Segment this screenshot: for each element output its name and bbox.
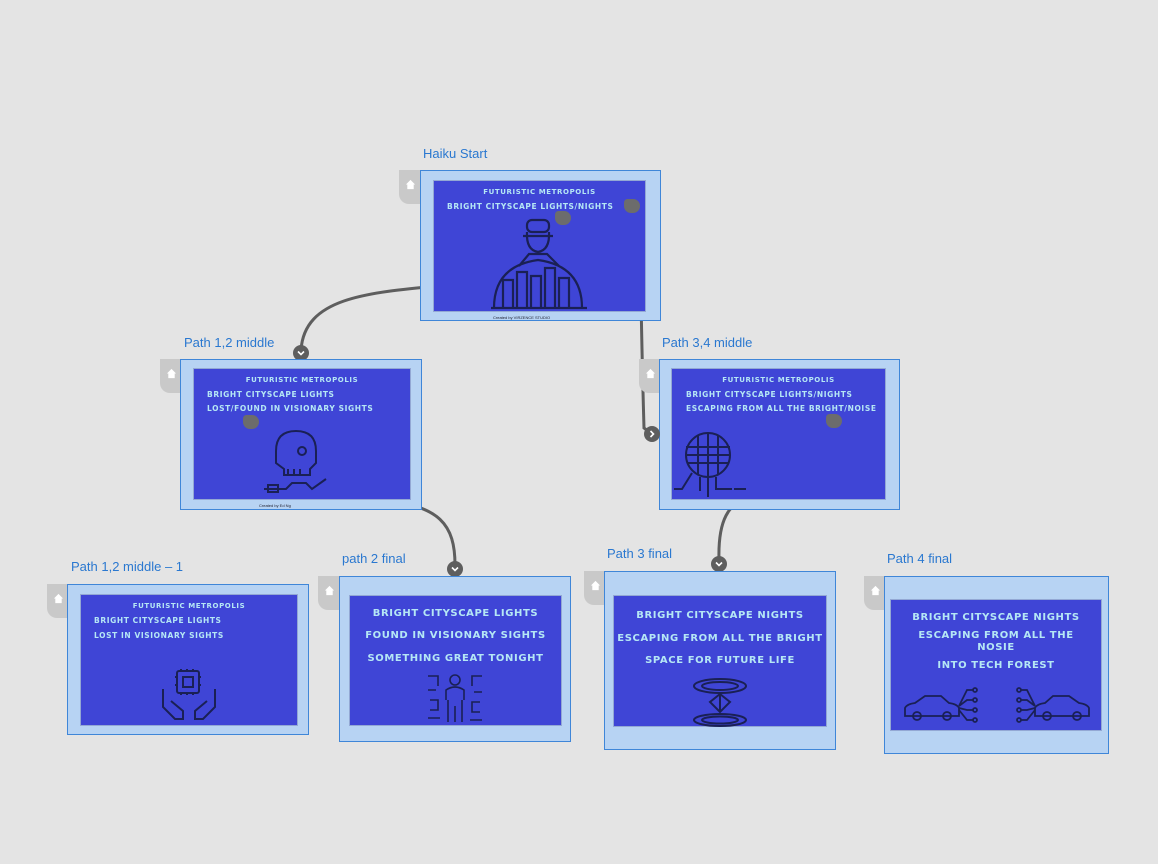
card-haiku-start[interactable]: Futuristic Metropolis Bright Cityscape L…: [420, 170, 661, 321]
link-source-handle[interactable]: [826, 414, 842, 428]
card-path2-final[interactable]: Bright Cityscape Lights Found in Visiona…: [339, 576, 571, 742]
connector-entry[interactable]: [644, 426, 660, 442]
slide-line: Found in Visionary Sights: [365, 630, 546, 641]
slide-line: Lost in Visionary Sights: [94, 631, 224, 640]
card-path12-middle[interactable]: Futuristic Metropolis Bright Cityscape L…: [180, 359, 422, 510]
home-icon: [324, 585, 334, 596]
slide-line: Futuristic Metropolis: [132, 602, 246, 610]
robot-skull-illustration: [264, 429, 327, 493]
card-path12-middle-1[interactable]: Futuristic Metropolis Bright Cityscape L…: [67, 584, 309, 735]
slide-line: Escaping From All The Bright: [617, 633, 823, 644]
slide-path12-middle-1: Futuristic Metropolis Bright Cityscape L…: [81, 595, 297, 725]
home-tab-haiku-start[interactable]: [399, 170, 421, 204]
home-tab-path4-final[interactable]: [864, 576, 886, 610]
home-tab-path12-middle[interactable]: [160, 359, 182, 393]
slide-line: Bright Cityscape Lights: [94, 616, 222, 625]
card-title-path34-middle[interactable]: Path 3,4 middle: [662, 335, 753, 350]
chevron-down-icon: [451, 566, 459, 572]
slide-haiku-start: Futuristic Metropolis Bright Cityscape L…: [434, 181, 645, 311]
card-title-path4-final[interactable]: Path 4 final: [887, 551, 953, 566]
chevron-down-icon: [715, 561, 723, 567]
home-icon: [645, 368, 655, 379]
card-path4-final[interactable]: Bright Cityscape Nights Escaping From Al…: [884, 576, 1109, 754]
slide-line: Futuristic Metropolis: [483, 188, 596, 196]
slide-credit: Created by Ed Ng: [259, 503, 291, 508]
connector-anchor[interactable]: [293, 345, 309, 361]
connector-anchor[interactable]: [447, 561, 463, 577]
tech-car-left-illustration: [904, 687, 978, 723]
slide-line: Space for future life: [645, 655, 795, 666]
slide-path4-final: Bright Cityscape Nights Escaping From Al…: [891, 600, 1101, 730]
link-source-handle[interactable]: [243, 415, 259, 429]
home-icon: [53, 593, 63, 604]
portal-cube-illustration: [693, 678, 747, 727]
slide-line: Lost/Found in Visionary Sights: [207, 404, 374, 413]
home-tab-path3-final[interactable]: [584, 571, 606, 605]
slide-path34-middle: Futuristic Metropolis Bright Cityscape L…: [672, 369, 885, 499]
home-tab-path34-middle[interactable]: [639, 359, 661, 393]
home-tab-path12-middle-1[interactable]: [47, 584, 69, 618]
slide-line: Escaping From All The Bright/Noise: [686, 404, 877, 413]
slide-line: Futuristic Metropolis: [245, 376, 359, 384]
circuit-globe-illustration: [674, 432, 746, 497]
slide-path12-middle: Futuristic Metropolis Bright Cityscape L…: [194, 369, 410, 499]
home-icon: [405, 179, 415, 190]
slide-credit: Created by VIRZENCE STUDIO: [493, 315, 551, 320]
cyber-person-city-illustration: [491, 218, 587, 310]
chevron-down-icon: [297, 350, 305, 356]
slide-line: Bright Cityscape Nights: [912, 612, 1080, 623]
home-icon: [590, 580, 600, 591]
card-path3-final[interactable]: Bright Cityscape Nights Escaping From Al…: [604, 571, 836, 750]
card-title-path3-final[interactable]: Path 3 final: [607, 546, 673, 561]
home-icon: [166, 368, 176, 379]
slide-line: Something Great Tonight: [367, 653, 544, 664]
slide-line: Bright Cityscape Lights/Nights: [686, 390, 853, 399]
home-icon: [870, 585, 880, 596]
slide-line: Bright Cityscape Nights: [636, 610, 804, 621]
link-source-handle[interactable]: [555, 211, 571, 225]
slide-line: into tech forest: [937, 660, 1055, 671]
card-path34-middle[interactable]: Futuristic Metropolis Bright Cityscape L…: [659, 359, 900, 510]
slide-path2-final: Bright Cityscape Lights Found in Visiona…: [350, 596, 561, 725]
slide-line: Bright Cityscape Lights/Nights: [447, 202, 614, 211]
home-tab-path2-final[interactable]: [318, 576, 340, 610]
slide-path3-final: Bright Cityscape Nights Escaping From Al…: [614, 596, 826, 727]
tech-car-right-illustration: [1016, 687, 1090, 723]
card-title-path12-middle-1[interactable]: Path 1,2 middle – 1: [71, 559, 184, 574]
slide-line: Bright Cityscape Lights: [207, 390, 335, 399]
hands-chip-illustration: [162, 669, 216, 720]
slide-line: Bright Cityscape Lights: [372, 608, 539, 619]
slide-line: Futuristic Metropolis: [722, 376, 835, 384]
link-source-handle[interactable]: [624, 199, 640, 213]
card-title-path12-middle[interactable]: Path 1,2 middle: [184, 335, 275, 350]
card-title-path2-final[interactable]: path 2 final: [342, 551, 406, 566]
digital-human-illustration: [428, 674, 482, 722]
slide-line: Escaping From All The Nosie: [918, 630, 1074, 653]
connector-anchor[interactable]: [711, 556, 727, 572]
chevron-right-icon: [649, 430, 655, 438]
card-title-haiku-start[interactable]: Haiku Start: [423, 146, 488, 161]
